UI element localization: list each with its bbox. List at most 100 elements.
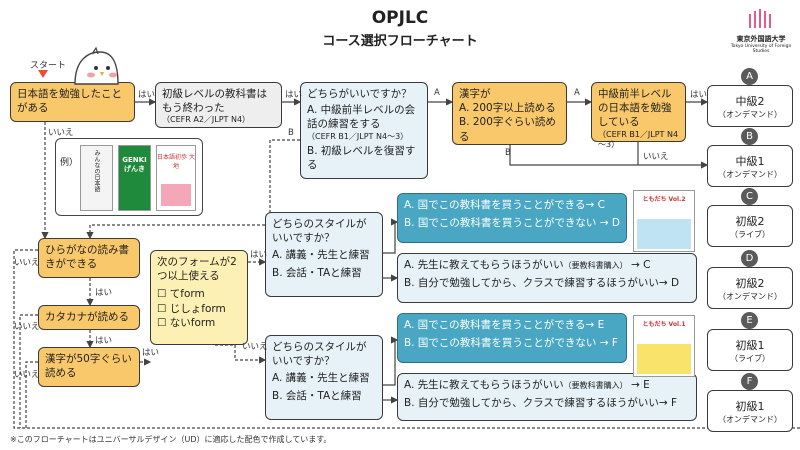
book-tomodachi-vol1: ともだち Vol.1 (633, 315, 695, 377)
tomodachi1-title: ともだち Vol.1 (642, 321, 686, 328)
book-minna: みんなの日本語 (80, 145, 113, 211)
result-c: 初級2 （ライブ） (707, 205, 793, 247)
choice-e2a: A. 先生に教えてもらうほうがいい (404, 379, 564, 391)
label-yes: はい (95, 336, 113, 346)
q4-title: 漢字が (459, 88, 491, 100)
result-f: 初級1 （オンデマンド） (707, 390, 793, 432)
result-b: 中級1 （オンデマンド） (707, 145, 793, 187)
choice-e1a: A. 国でこの教科書を買うことができる→ E (404, 319, 605, 331)
result-f-badge: F (741, 373, 758, 390)
q3-option-b: B. 初級レベルを復習する (307, 145, 416, 172)
q4-option-b: B. 200字ぐらい読める (459, 116, 556, 143)
result-e-badge: E (741, 312, 758, 329)
q3-which-preferred: どちらがいいですか？ A. 中級前半レベルの会話の練習をする （CEFR B1／… (300, 82, 428, 179)
choice-e2b: B. 自分で勉強してから、クラスで練習するほうがいい→ F (404, 397, 678, 410)
choice-c2a-row: A. 先生に教えてもらうほうがいい（要教科書購入） → C (404, 258, 690, 272)
q3-title: どちらがいいですか？ (307, 88, 412, 100)
style2-option-b: B. 会話・TAと練習 (272, 389, 362, 402)
choice-c2a-note: （要教科書購入） (563, 261, 628, 270)
choice-c1a: A. 国でこの教科書を買うことができる→ C (404, 199, 605, 211)
label-a: A (574, 88, 580, 98)
katakana-text: カタカナが読める (45, 311, 129, 323)
result-d-badge: D (741, 250, 758, 267)
label-no: いいえ (242, 342, 268, 352)
choice-e2a-row: A. 先生に教えてもらうほうがいい（要教科書購入） → E (404, 378, 690, 392)
result-f-name: 初級1 (735, 400, 765, 413)
choice-c2a-end: → C (630, 259, 651, 271)
result-e: 初級1 （ライブ） (707, 329, 793, 371)
book-minna-title: みんなの日本語 (93, 150, 100, 192)
form-item: ☐ じしょform (157, 302, 226, 315)
example-label: 例） (60, 158, 79, 168)
choice-e1b: B. 国でこの教科書を買うことができない → F (404, 337, 618, 350)
q5-text: 中級前半レベルの日本語を勉強している (598, 88, 672, 129)
page-subtitle: コース選択フローチャート (322, 34, 478, 49)
result-c-name: 初級2 (735, 215, 765, 228)
label-yes: はい (95, 288, 113, 298)
result-c-mode: （ライブ） (730, 230, 770, 239)
q3-option-a-note: （CEFR B1／JLPT N4～3） (307, 131, 409, 141)
result-a: 中級2 （オンデマンド） (707, 85, 793, 127)
start-label: スタート (30, 61, 67, 71)
result-b-name: 中級1 (735, 155, 765, 168)
q5-studying-intermediate: 中級前半レベルの日本語を勉強している （CEFR B1／JLPT N4～3） (591, 82, 686, 149)
logo-icon (749, 9, 771, 28)
book-daichi-title: 日本語初歩 大地 (157, 154, 195, 170)
label-no: いいえ (643, 152, 669, 162)
q-hiragana: ひらがなの読み書きができる (38, 238, 140, 278)
label-no: いいえ (14, 370, 40, 380)
style2-option-a: A. 講義・先生と練習 (272, 372, 370, 385)
q3-option-a: A. 中級前半レベルの会話の練習をする (307, 104, 416, 131)
style2-title: どちらのスタイルがいいですか？ (272, 341, 367, 368)
label-a: A (434, 88, 440, 98)
choice-learning-style-c-d: A. 先生に教えてもらうほうがいい（要教科書購入） → C B. 自分で勉強して… (397, 253, 697, 303)
logo-subtext: Tokyo University of Foreign Studies (730, 44, 792, 54)
form-te: てform (169, 288, 205, 301)
label-no: いいえ (48, 128, 74, 138)
form-nai: ないform (169, 316, 216, 329)
result-d-mode: （オンデマンド） (718, 292, 782, 301)
result-a-mode: （オンデマンド） (718, 110, 782, 119)
style1-option-a: A. 講義・先生と練習 (272, 249, 370, 262)
q2-finished-beginner: 初級レベルの教科書はもう終わった （CEFR A2／JLPT N4） (155, 82, 282, 128)
choice-buy-textbook-e-f: A. 国でこの教科書を買うことができる→ E B. 国でこの教科書を買うことがで… (397, 313, 627, 363)
q2-text: 初級レベルの教科書はもう終わった (162, 88, 267, 115)
label-b: B (505, 148, 511, 158)
forms-title: 次のフォームが2つ以上使える (157, 256, 237, 283)
choice-e2a-end: → E (630, 379, 650, 391)
book-daichi: 日本語初歩 大地 (156, 145, 196, 211)
result-d: 初級2 （オンデマンド） (707, 267, 793, 309)
choice-buy-textbook-c-d: A. 国でこの教科書を買うことができる→ C B. 国でこの教科書を買うことがで… (397, 193, 627, 243)
form-item: ☐ てform (157, 288, 205, 301)
start-arrow-icon (38, 70, 48, 78)
choice-e2a-note: （要教科書購入） (563, 381, 628, 390)
label-no: いいえ (14, 322, 40, 332)
result-b-badge: B (741, 128, 758, 145)
choice-c2a: A. 先生に教えてもらうほうがいい (404, 259, 564, 271)
label-yes: はい (250, 250, 268, 260)
book-tomodachi-vol2: ともだち Vol.2 (633, 190, 695, 252)
label-yes: はい (690, 90, 708, 100)
result-f-mode: （オンデマンド） (718, 415, 782, 424)
book-genki: GENKI げんき (118, 145, 151, 211)
choice-c2b: B. 自分で勉強してから、クラスで練習するほうがいい→ D (404, 277, 680, 290)
q-style-upper: どちらのスタイルがいいですか？ A. 講義・先生と練習 B. 会話・TAと練習 (265, 212, 383, 297)
logo-text: 東京外国語大学 (736, 35, 786, 43)
form-jisho: じしょform (169, 302, 226, 315)
result-e-name: 初級1 (735, 339, 765, 352)
q-kanji-50: 漢字が50字ぐらい読める (38, 347, 140, 387)
result-b-mode: （オンデマンド） (718, 170, 782, 179)
q2-note: （CEFR A2／JLPT N4） (162, 115, 251, 125)
label-yes: はい (142, 348, 160, 358)
q5-note: （CEFR B1／JLPT N4～3） (598, 129, 679, 150)
result-a-badge: A (741, 68, 758, 85)
style1-title: どちらのスタイルがいいですか？ (272, 218, 367, 245)
bird-mascot-icon (74, 46, 119, 85)
q-forms: 次のフォームが2つ以上使える ☐ てform ☐ じしょform ☐ ないfor… (150, 250, 248, 345)
q4-option-a: A. 200字以上読める (459, 102, 556, 115)
q1-studied-japanese: 日本語を勉強したことがある (10, 82, 135, 122)
book-genki-title: GENKI げんき (122, 156, 147, 173)
style1-option-b: B. 会話・TAと練習 (272, 266, 362, 279)
